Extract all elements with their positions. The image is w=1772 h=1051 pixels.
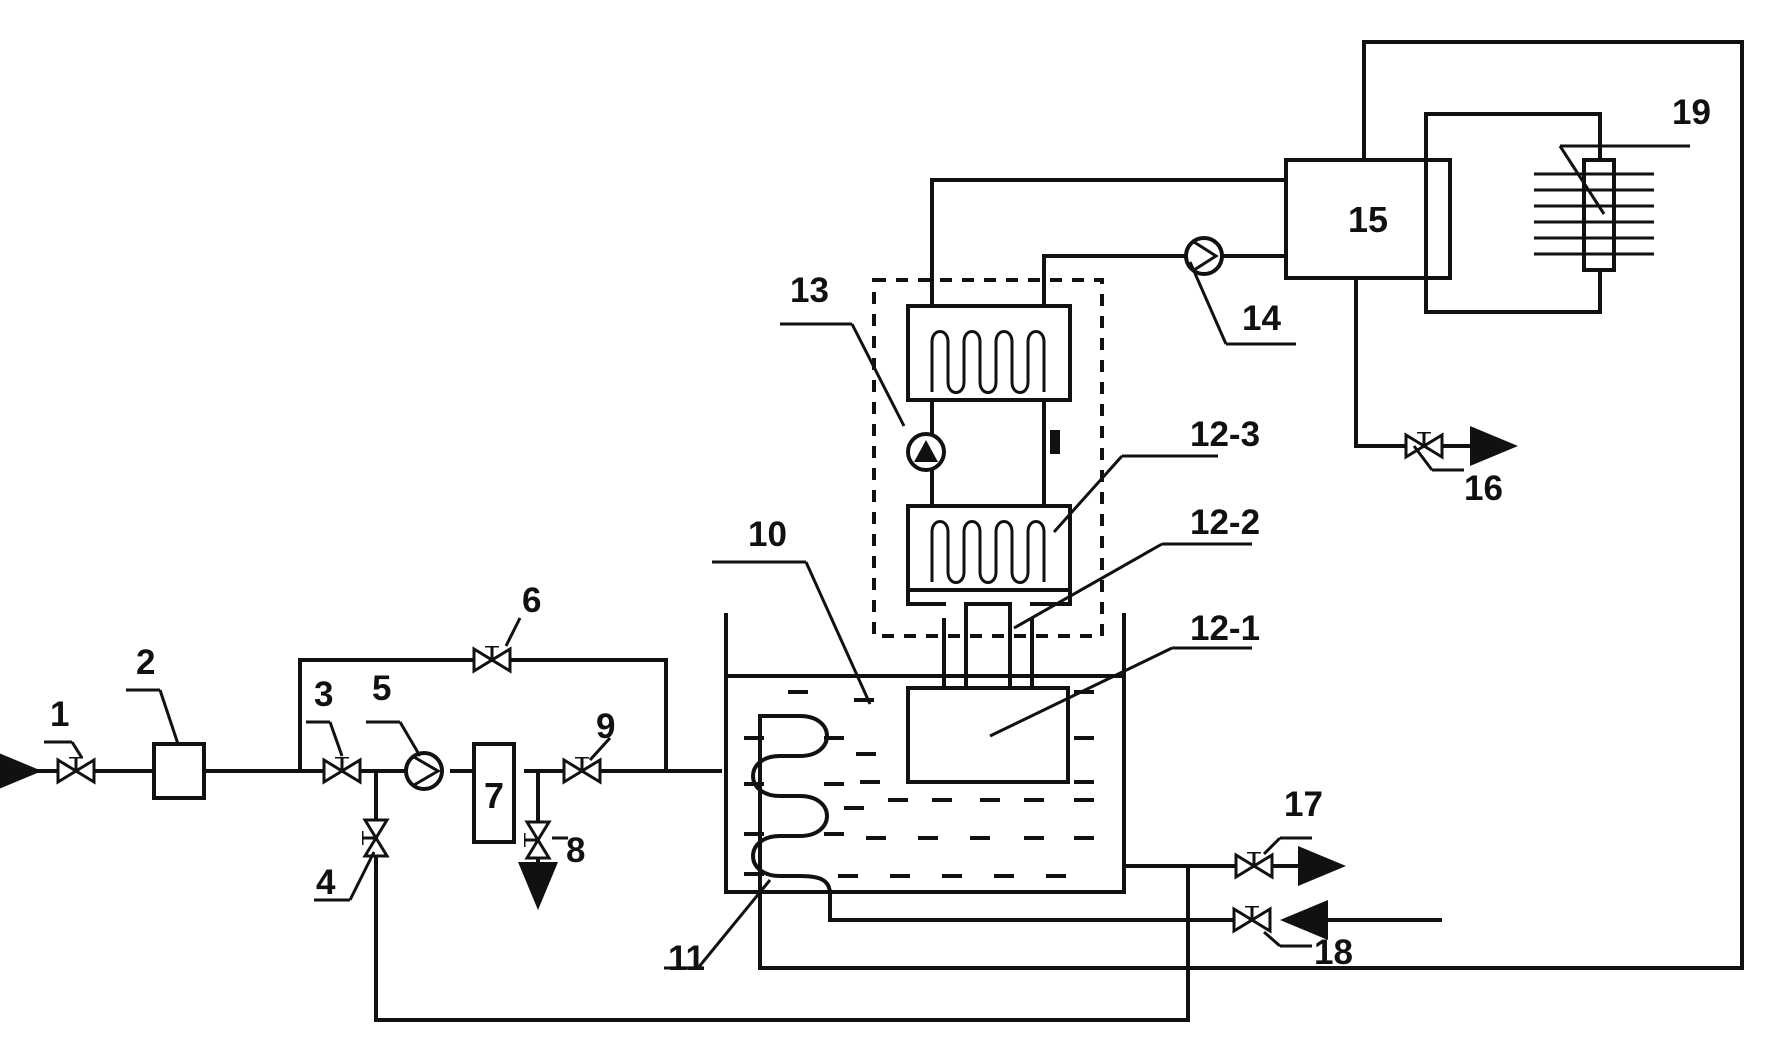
component-7-box[interactable] [472, 742, 516, 844]
leader-lines [44, 144, 1690, 970]
label-12-1: 12-1 [1190, 609, 1260, 648]
valve-6-icon[interactable] [472, 646, 512, 673]
radiator-19-core[interactable] [1582, 158, 1616, 272]
heat-exchange-coil-11-icon[interactable] [751, 714, 1252, 970]
label-12-2: 12-2 [1190, 503, 1260, 542]
valve-1-icon[interactable] [56, 757, 96, 784]
valve-17-icon[interactable] [1234, 852, 1274, 879]
label-15: 15 [1348, 199, 1388, 240]
unit-15-box[interactable] [1284, 158, 1452, 280]
label-18: 18 [1314, 933, 1353, 972]
label-13: 13 [790, 271, 829, 310]
pump-14-icon[interactable] [1184, 236, 1224, 276]
valve-8-icon[interactable] [524, 820, 551, 860]
label-12-3: 12-3 [1190, 415, 1260, 454]
lower-serpentine-coil-icon [930, 520, 1046, 584]
label-11: 11 [668, 939, 705, 978]
pump-5-direction-icon [413, 755, 441, 787]
label-3: 3 [314, 675, 333, 714]
valve-9-icon[interactable] [562, 757, 602, 784]
pump-14-direction-icon [1193, 240, 1219, 272]
label-10: 10 [748, 515, 787, 554]
label-16: 16 [1464, 469, 1503, 508]
coil-11-outer-loop [758, 40, 1744, 970]
water-tank-10[interactable] [724, 613, 1126, 894]
label-4: 4 [316, 863, 336, 902]
label-9: 9 [596, 707, 615, 746]
label-5: 5 [372, 669, 391, 708]
main-inlet-pipeline [0, 658, 1190, 1022]
pump-5-icon[interactable] [404, 751, 444, 791]
valve-4-icon[interactable] [362, 818, 389, 858]
cold-storage-box-12-1[interactable] [906, 686, 1070, 784]
radiator-19-fins-icon [1534, 172, 1654, 256]
label-14: 14 [1242, 299, 1281, 338]
label-8: 8 [566, 831, 585, 870]
valve-16-icon[interactable] [1404, 432, 1444, 459]
label-19: 19 [1672, 93, 1711, 132]
label-17: 17 [1284, 785, 1323, 824]
label-7: 7 [484, 775, 504, 816]
upper-serpentine-coil-icon [930, 330, 1046, 394]
valve-18-icon[interactable] [1232, 906, 1272, 933]
module-pump-triangle-icon [914, 440, 938, 462]
label-1: 1 [50, 695, 69, 734]
module-13-dashed-boundary [872, 278, 1104, 638]
label-6: 6 [522, 581, 541, 620]
valve-3-icon[interactable] [322, 757, 362, 784]
module-valve-marker-icon [1050, 430, 1060, 454]
component-2-box[interactable] [152, 742, 206, 800]
tank-water-dashes [744, 690, 1094, 878]
label-2: 2 [136, 643, 155, 682]
